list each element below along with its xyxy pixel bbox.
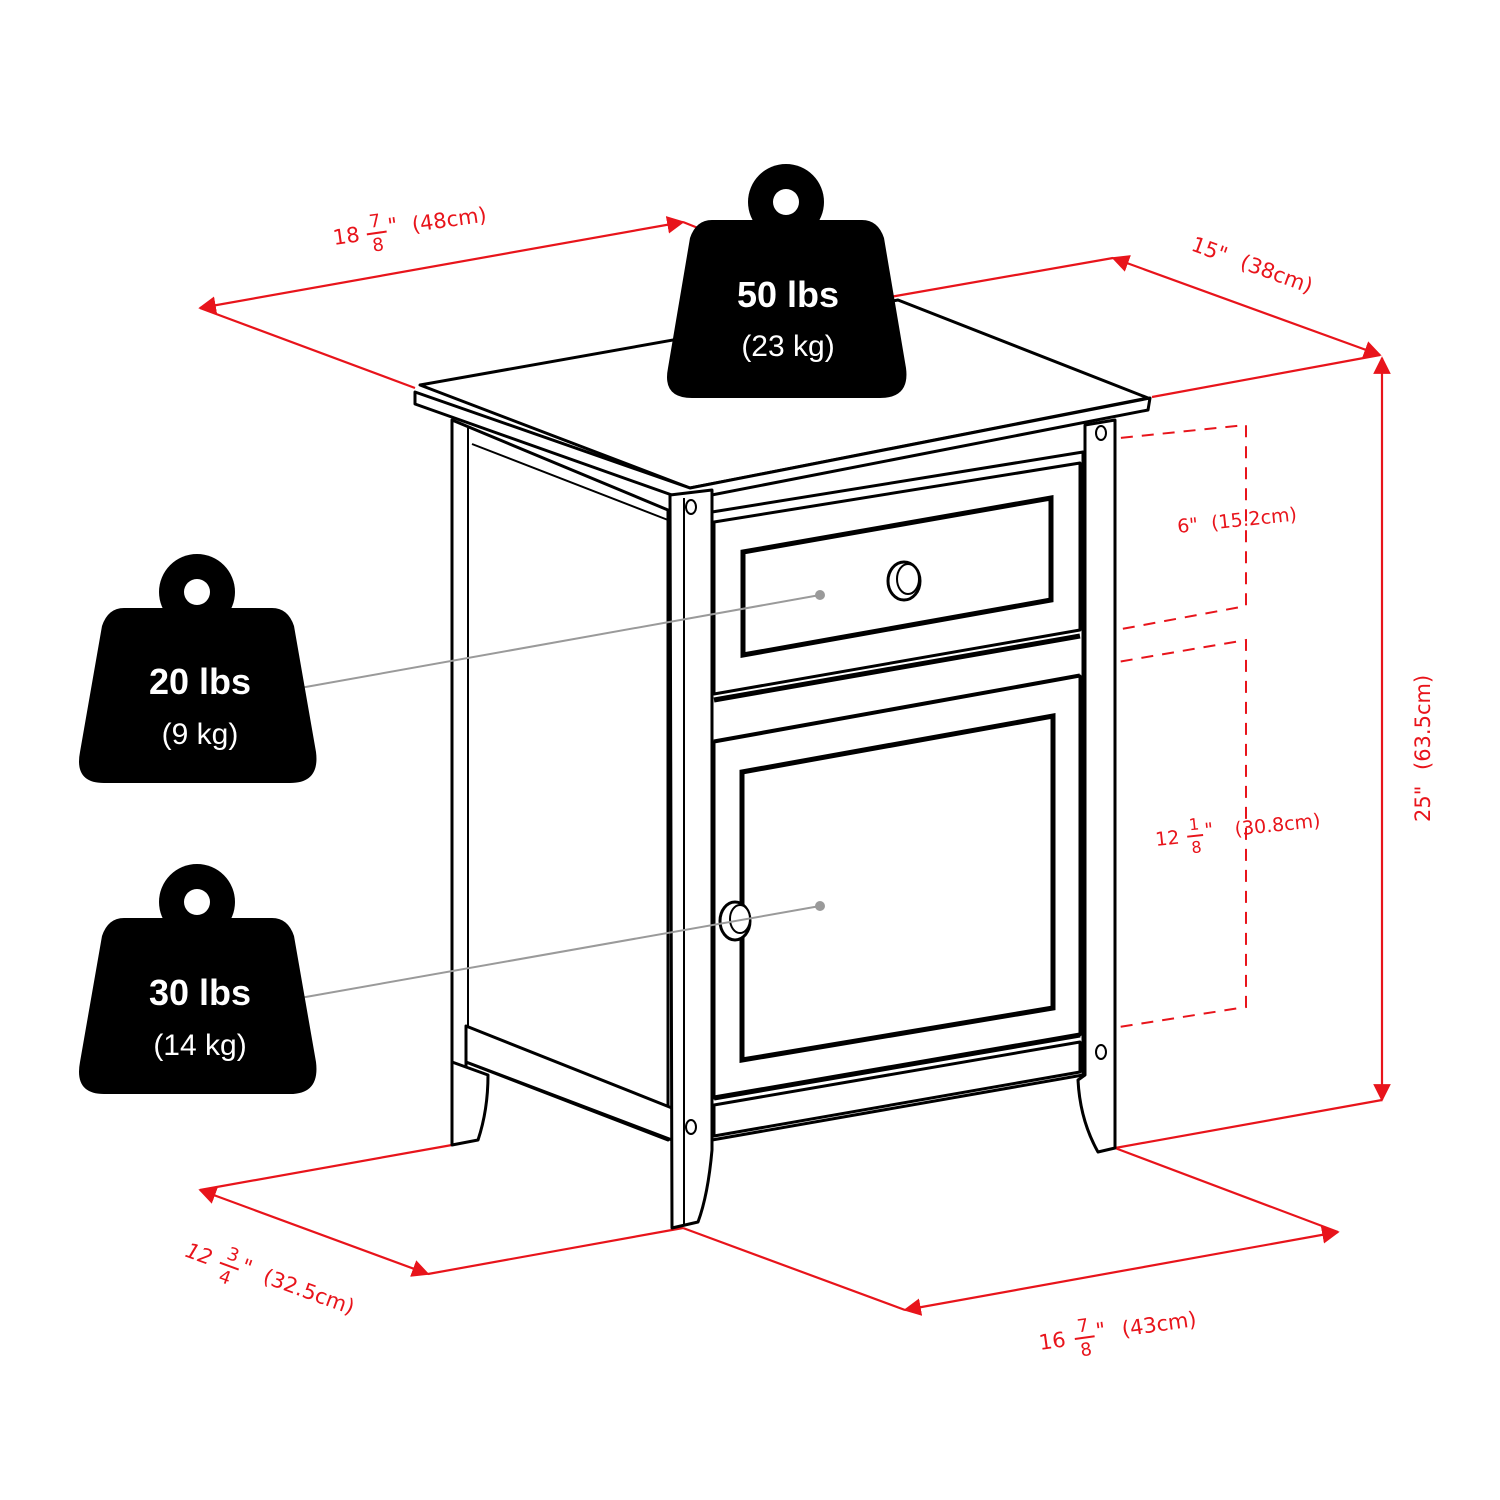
drawer-height-label: 6" (15.2cm): [1176, 504, 1298, 538]
svg-text:(43cm): (43cm): [1120, 1307, 1198, 1341]
svg-text:8: 8: [1190, 837, 1202, 857]
base-depth-dimension-line: [198, 1187, 430, 1277]
cabinet-height-bracket: [1099, 638, 1247, 1031]
svg-text:16: 16: [1037, 1327, 1067, 1354]
top-width-extension-left: [199, 306, 416, 390]
bottom-rail-top: [713, 1032, 1081, 1101]
svg-text:25": 25": [1411, 786, 1435, 822]
left-apron-line: [471, 443, 669, 521]
svg-text:": ": [1204, 819, 1215, 842]
svg-text:18: 18: [331, 222, 361, 249]
base-width-label: 16 7 8 " (43cm): [1037, 1307, 1198, 1361]
base-width-extension-right: [1114, 1146, 1339, 1234]
svg-text:1: 1: [1188, 814, 1200, 834]
weight-icon-top: 50 lbs (23 kg): [667, 164, 907, 398]
top-width-label: 18 7 8 " (48cm): [331, 203, 488, 257]
drawer-height-bracket: [1099, 423, 1247, 634]
drawer-leader-dot: [815, 590, 825, 600]
cabinet-leader-line: [299, 905, 821, 999]
svg-text:(38cm): (38cm): [1237, 250, 1316, 298]
drawer-panel: [740, 495, 1054, 658]
top-weight-lbs: 50 lbs: [737, 274, 839, 315]
cabinet-leader-dot: [815, 901, 825, 911]
cabinet-door-panel: [739, 713, 1056, 1063]
weight-icon-cabinet: 30 lbs (14 kg): [79, 864, 317, 1094]
cabinet-weight-kg: (14 kg): [153, 1029, 246, 1062]
drawer-weight-lbs: 20 lbs: [149, 661, 251, 702]
bottom-front-rail: [712, 1040, 1082, 1138]
cabinet-weight-lbs: 30 lbs: [149, 972, 251, 1013]
top-depth-label: 15" (38cm): [1188, 232, 1316, 298]
svg-text:4: 4: [216, 1266, 234, 1290]
base-width-dimension-line: [903, 1226, 1340, 1316]
base-depth-extension-top: [199, 1143, 453, 1192]
table-top-edge: [413, 390, 1152, 502]
leader-lines: [299, 590, 825, 999]
drawer-leader-line: [299, 594, 821, 689]
door-knob-icon: [718, 900, 752, 942]
nightstand-drawing: [413, 298, 1152, 1230]
top-depth-extension-right: [1151, 353, 1381, 399]
front-right-leg: [1076, 418, 1117, 1154]
svg-text:": ": [386, 213, 399, 238]
svg-text:": ": [1094, 1318, 1107, 1343]
total-height-label: 25" (63.5cm): [1411, 675, 1435, 822]
svg-text:(32.5cm): (32.5cm): [260, 1264, 358, 1319]
top-depth-extension-left: [889, 256, 1114, 299]
drawer-knob-icon: [886, 560, 922, 602]
svg-text:8: 8: [371, 234, 385, 256]
screw-hole-icon: [1095, 425, 1107, 441]
front-left-leg: [668, 488, 714, 1230]
base-width-extension-left: [682, 1226, 906, 1312]
svg-text:3: 3: [224, 1243, 242, 1267]
screw-hole-icon: [685, 1119, 697, 1135]
svg-text:(15.2cm): (15.2cm): [1210, 504, 1298, 535]
top-depth-dimension-line: [1111, 255, 1382, 358]
left-rear-leg-foot: [450, 1060, 490, 1147]
middle-rail-top: [713, 633, 1081, 703]
drawer-weight-kg: (9 kg): [162, 718, 239, 751]
svg-text:12: 12: [1154, 827, 1180, 851]
weight-icon-drawer: 20 lbs (9 kg): [79, 554, 317, 783]
svg-text:15": 15": [1188, 232, 1230, 267]
screw-hole-icon: [1095, 1044, 1107, 1060]
top-width-dimension-line: [198, 216, 685, 314]
dimension-lines: [198, 216, 1391, 1316]
svg-text:6": 6": [1176, 514, 1199, 538]
cabinet-height-label: 12 1 8 " (30.8cm): [1154, 810, 1321, 858]
base-depth-extension-bottom: [427, 1226, 684, 1276]
top-weight-kg: (23 kg): [741, 330, 834, 363]
svg-text:(48cm): (48cm): [410, 203, 488, 237]
svg-text:": ": [238, 1254, 255, 1280]
svg-text:12: 12: [182, 1238, 215, 1270]
svg-text:7: 7: [368, 210, 382, 232]
svg-text:7: 7: [1076, 1315, 1090, 1337]
total-height-extension-bottom: [1114, 1098, 1383, 1150]
screw-hole-icon: [685, 499, 697, 515]
svg-text:8: 8: [1079, 1339, 1093, 1361]
svg-text:(63.5cm): (63.5cm): [1411, 675, 1435, 770]
base-depth-label: 12 3 4 " (32.5cm): [182, 1238, 358, 1319]
